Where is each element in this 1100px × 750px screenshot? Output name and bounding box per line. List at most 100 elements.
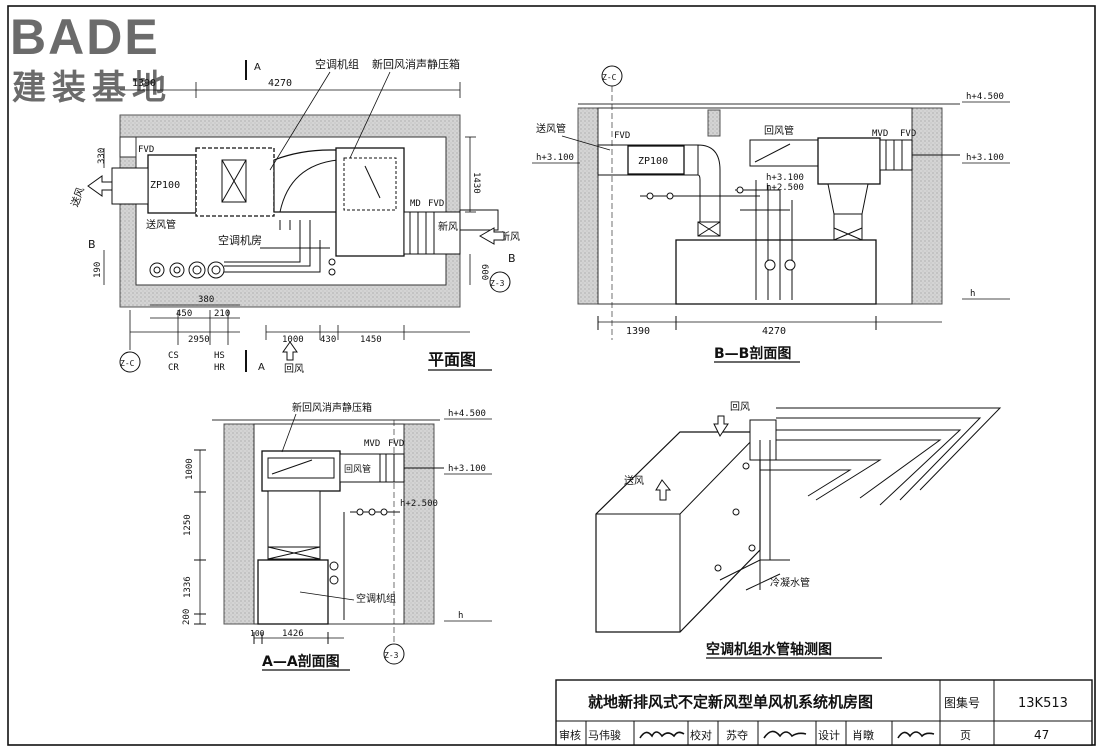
plan-tag-cs: CS <box>168 351 179 361</box>
plan-dim-330: 330 <box>97 148 107 164</box>
aa-plenum <box>261 450 341 492</box>
plan-dim-190: 190 <box>93 262 103 278</box>
plan-tag-hr: HR <box>214 363 225 373</box>
plan-dim-600: 600 <box>479 264 489 280</box>
bb-ahu <box>675 239 877 305</box>
plan-label-md: MD <box>410 199 421 209</box>
logo-brand: BADE <box>10 9 160 65</box>
iso-label-supply: 送风 <box>624 474 644 487</box>
aa-axis: Z-3 <box>384 651 399 660</box>
bb-label-fvd2: FVD <box>900 129 916 139</box>
tb-atlas-no: 13K513 <box>1018 696 1068 711</box>
bb-axis: Z-C <box>602 73 617 82</box>
bb-dim-1390: 1390 <box>626 326 650 337</box>
aa-dim-1336: 1336 <box>183 576 193 598</box>
plan-tag-hs: HS <box>214 351 225 361</box>
plan-supply-arrow <box>87 175 113 197</box>
bb-section: ZP100 <box>532 65 1010 363</box>
plan-fresh-arrow <box>478 227 505 245</box>
plan-section-a-top: A <box>254 62 261 73</box>
iso-title: 空调机组水管轴测图 <box>706 641 832 658</box>
aa-label-mvd: MVD <box>364 439 380 449</box>
plan-zp-label: ZP100 <box>150 180 180 191</box>
aa-label-fvd: FVD <box>388 439 404 449</box>
plan-plenum <box>335 147 405 257</box>
plan-label-room: 空调机房 <box>218 233 262 247</box>
plan-label-supply: 送风 <box>68 185 87 208</box>
tb-page-no: 47 <box>1034 728 1049 742</box>
plan-label-fvd2: FVD <box>428 199 444 209</box>
plan-dim-430: 430 <box>320 335 336 345</box>
aa-label-return-duct: 回风管 <box>344 463 371 475</box>
aa-label-plenum: 新回风消声静压箱 <box>292 401 372 414</box>
aa-elev-2: h+3.100 <box>448 464 486 474</box>
aa-title: A—A剖面图 <box>262 653 340 670</box>
tb-design-label: 设计 <box>818 729 840 742</box>
aa-section: 新回风消声静压箱 MVD FVD 回风管 空调机组 h+4.500 h+3.10… <box>182 401 492 671</box>
plan-label-fresh-air2: 新风 <box>500 230 520 243</box>
aa-dim-1250: 1250 <box>183 514 193 536</box>
plan-zp100-box <box>147 154 197 214</box>
plan-axis-c: Z-C <box>120 359 135 368</box>
plan-fresh-air-duct <box>403 211 461 255</box>
bb-dim-4270: 4270 <box>762 326 786 337</box>
bb-title: B—B剖面图 <box>714 345 791 362</box>
aa-dim-100: 100 <box>250 629 265 638</box>
plan-label-return: 回风 <box>284 363 304 375</box>
plan-dim-1000: 1000 <box>282 335 304 345</box>
plan-title: 平面图 <box>428 350 476 369</box>
aa-dim-1426: 1426 <box>282 629 304 639</box>
bb-label-return-duct: 回风管 <box>764 124 794 137</box>
plan-dim-2950: 2950 <box>188 335 210 345</box>
plan-axis-3: Z-3 <box>490 279 505 288</box>
aa-elev-3: h+2.500 <box>400 499 438 509</box>
plan-dim-450: 450 <box>176 309 192 319</box>
plan-section-b-right: B <box>508 252 516 265</box>
plan-label-fvd: FVD <box>138 145 154 155</box>
tb-review-label: 审核 <box>559 728 581 742</box>
aa-dim-200: 200 <box>182 609 192 625</box>
tb-checker-signature <box>763 730 807 739</box>
title-block: 就地新排风式不定新风型单风机系统机房图 图集号 13K513 审核 马伟骏 校对… <box>555 679 1093 746</box>
plan-label-fresh-air: 新风 <box>438 220 458 233</box>
plan-dim-210: 210 <box>214 309 230 319</box>
tb-reviewer: 马伟骏 <box>588 728 621 742</box>
plan-dim-1450: 1450 <box>360 335 382 345</box>
tb-drawing-title: 就地新排风式不定新风型单风机系统机房图 <box>588 693 873 711</box>
tb-page-label: 页 <box>960 729 971 742</box>
tb-reviewer-signature <box>639 731 685 739</box>
tb-check-label: 校对 <box>690 728 712 742</box>
plan-return-arrow <box>282 341 298 361</box>
iso-supply-arrow <box>655 479 672 501</box>
plan-section-b-left: B <box>88 238 96 251</box>
iso-label-return: 回风 <box>730 401 750 413</box>
aa-elev-1: h+4.500 <box>448 409 486 419</box>
bb-zp100 <box>627 145 685 175</box>
plan-label-supply-duct: 送风管 <box>146 218 176 231</box>
sheet-frame <box>7 5 1096 746</box>
tb-designer-signature <box>897 731 935 739</box>
plan-pipe-group <box>149 261 225 279</box>
bb-elev-2: h+3.100 <box>536 153 574 163</box>
logo-subtitle: 建装基地 <box>12 68 172 108</box>
iso-label-condensate: 冷凝水管 <box>770 576 810 589</box>
bb-label-supply-duct: 送风管 <box>536 122 566 135</box>
plan-dim-1430: 1430 <box>471 172 481 194</box>
bb-elev-6: h <box>970 289 975 299</box>
plan-view: ZP100 <box>68 57 520 375</box>
bb-elev-4: h+3.100 <box>766 173 804 183</box>
iso-return-arrow <box>713 415 729 437</box>
tb-checker: 苏夺 <box>726 729 748 742</box>
bb-zp-label: ZP100 <box>638 156 668 167</box>
tb-designer: 肖暾 <box>852 728 874 742</box>
aa-ahu <box>257 559 329 625</box>
brand-logo: BADE 建装基地 <box>10 8 210 108</box>
bb-label-mvd: MVD <box>872 129 888 139</box>
plan-section-a-bot: A <box>258 362 265 373</box>
bb-elev-3: h+3.100 <box>966 153 1004 163</box>
bb-elev-1: h+4.500 <box>966 92 1004 102</box>
aa-dim-1000: 1000 <box>185 458 195 480</box>
aa-label-ahu: 空调机组 <box>356 592 396 605</box>
aa-elev-4: h <box>458 611 463 621</box>
